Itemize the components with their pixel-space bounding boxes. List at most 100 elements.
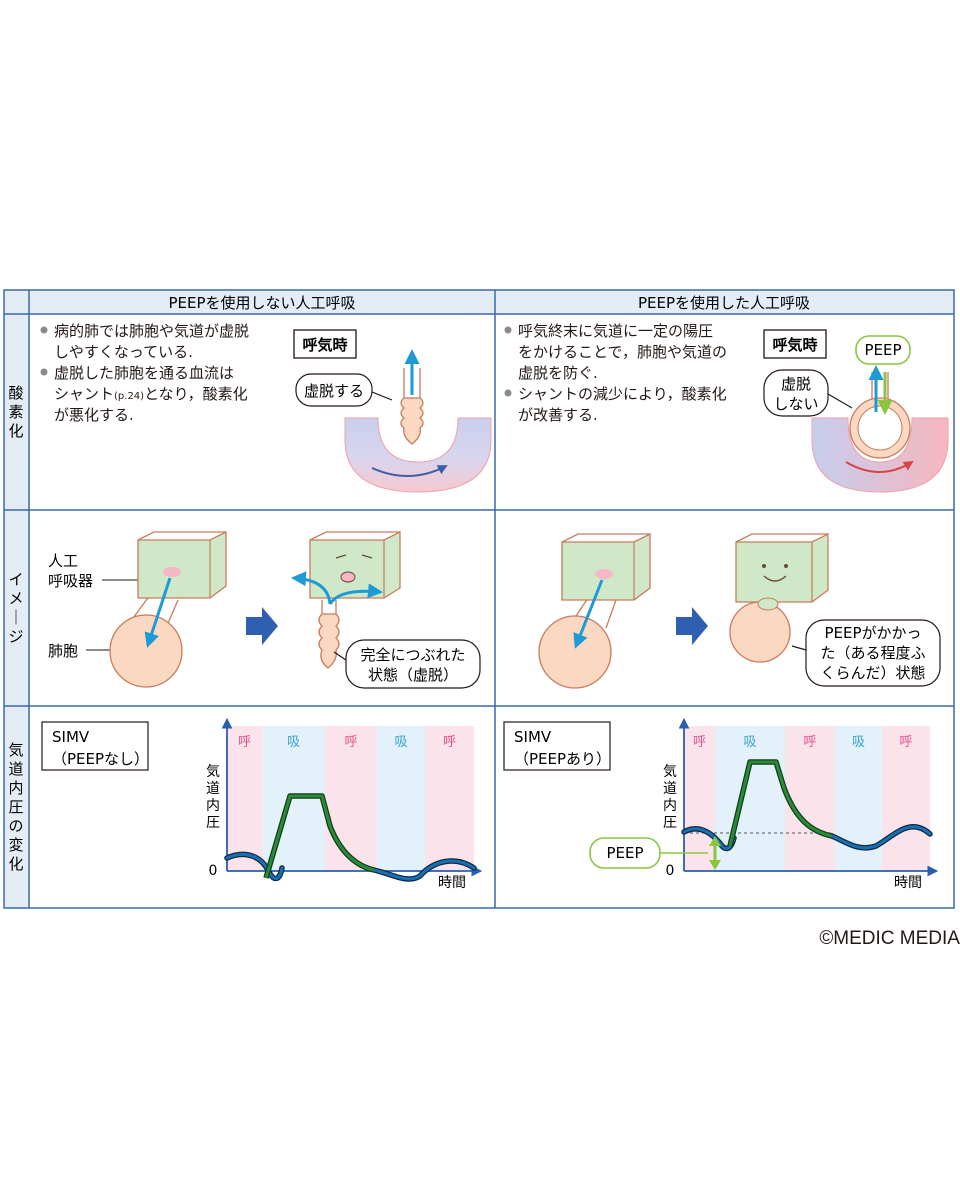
collapsed-state-callout-bubble [345, 639, 481, 689]
expiration-tag: 呼気時 [302, 336, 347, 354]
row-header-char: 圧 [8, 798, 23, 816]
pressure-chart-with-peep: 呼吸呼吸呼気道内圧0時間 [663, 717, 939, 891]
row-header-char: の [8, 817, 23, 835]
row-header-char: 気 [8, 741, 23, 759]
inhale-arrow [144, 577, 172, 648]
mode-box-left [41, 721, 149, 771]
phase-label: 吸 [852, 735, 865, 750]
peep-state-callout-line3: くらんだ）状態 [820, 664, 925, 682]
x-axis-label: 時間 [894, 875, 922, 891]
alveolus [109, 614, 183, 688]
bullet-dot [504, 389, 512, 397]
ventilator-mouth [163, 567, 181, 577]
peep-state-callout-line2: た（ある程度ふ [820, 644, 925, 662]
collapse-callout: 虚脱する [304, 382, 364, 400]
y-axis-label: 圧 [663, 815, 677, 831]
expiration-tag-box [293, 329, 357, 359]
transition-arrow-left [246, 607, 278, 645]
oxy-left-bullet2-line3: が悪化する. [54, 406, 134, 424]
row-header-char: 酸 [8, 384, 23, 402]
phase-label: 呼 [899, 735, 912, 750]
inhale-arrow-right [573, 579, 604, 649]
ventilator-label-line2: 呼吸器 [48, 572, 93, 590]
mode-left-line1: SIMV [52, 728, 90, 746]
row-header-char: ｜ [8, 609, 23, 627]
expiration-band [684, 726, 715, 871]
oxy-right-bullet1-line2: をかけることで，肺胞や気道の [518, 343, 727, 361]
ventilator-box-right [561, 532, 651, 601]
collapsed-state-callout-line2: 状態（虚脱） [368, 666, 458, 684]
collapsed-state-callout-line1: 完全につぶれた [360, 646, 465, 664]
oxy-left-line-rest: となり，酸素化 [144, 385, 248, 403]
mode-left-line2: （PEEPなし） [52, 750, 149, 768]
alveolus-label: 肺胞 [48, 642, 78, 660]
phase-label: 呼 [693, 735, 706, 750]
ventilator-box [137, 530, 227, 599]
y-axis-label: 内 [206, 798, 220, 814]
row-header-column-bg [4, 290, 29, 908]
partially-inflated-alveolus [729, 601, 791, 663]
oxy-left-bullet1-line2: しやすくなっている. [54, 343, 193, 361]
copyright: ©MEDIC MEDIA [819, 928, 960, 949]
bullet-dot [40, 326, 48, 334]
transition-arrow-right [676, 607, 708, 645]
expiration-tag-right: 呼気時 [772, 336, 817, 354]
origin-label: 0 [666, 863, 675, 879]
mandatory-breath-curve [728, 760, 833, 847]
table-frame [3, 289, 955, 909]
air-escape-arrow-left [291, 571, 332, 605]
air-escape-arrow-right [328, 583, 383, 605]
ventilator-and-alveolus-peep-before [538, 532, 651, 689]
y-axis-label: 道 [663, 781, 677, 797]
y-axis-label: 道 [206, 781, 220, 797]
collapse-callout-bubble [295, 373, 373, 407]
phase-label: 吸 [743, 735, 756, 750]
origin-label: 0 [209, 863, 218, 879]
oxy-right-bullet2-line2: が改善する. [518, 406, 598, 424]
oxy-right-bullet1-line3: 虚脱を防ぐ. [518, 364, 598, 382]
row-header-char: メ [8, 590, 23, 608]
row-header-char: ジ [8, 628, 23, 646]
expiration-band [227, 726, 262, 871]
y-axis-label: 内 [663, 798, 677, 814]
ventilator-mouth-right [595, 569, 613, 579]
row-header-char: 変 [8, 836, 23, 854]
phase-label: 呼 [443, 735, 456, 750]
oxy-left-bullet2-line2: シャント(p.24)となり，酸素化 [54, 385, 248, 403]
ventilator-label-line1: 人工 [48, 552, 78, 570]
worried-mouth [340, 571, 356, 583]
mode-right-line2: （PEEPあり） [514, 750, 611, 768]
oxygenation-left-text: 病的肺では肺胞や気道が虚脱 しやすくなっている. 虚脱した肺胞を通る血流は シャ… [40, 322, 249, 424]
peep-state-callout-bubble [805, 619, 941, 687]
smile [763, 575, 787, 582]
phase-label: 吸 [287, 735, 300, 750]
phase-label: 吸 [394, 735, 407, 750]
ventilator-box-smiling [735, 532, 829, 603]
oxygenation-right-text: 呼気終末に気道に一定の陽圧 をかけることで，肺胞や気道の 虚脱を防ぐ. シャント… [504, 322, 727, 424]
oxy-right-bullet1-line1: 呼気終末に気道に一定の陽圧 [518, 322, 713, 340]
ventilator-and-alveolus-before [109, 530, 227, 688]
oxygenated-flow-arrow [845, 460, 914, 473]
expiration-band [882, 726, 930, 871]
alveolus-right [538, 615, 612, 689]
peep-label-box [855, 335, 911, 365]
column-header-with-peep: PEEPを使用した人工呼吸 [638, 294, 810, 312]
peep-label: PEEP [864, 341, 901, 359]
mandatory-breath-curve [264, 794, 375, 879]
oxy-left-shunt-word: シャント [54, 385, 114, 403]
row-header-char: イ [8, 571, 23, 589]
bullet-dot [40, 368, 48, 376]
inspiration-band [377, 726, 425, 871]
mode-box-right [503, 721, 611, 771]
phase-label: 呼 [344, 735, 357, 750]
row-header-char: 素 [8, 403, 23, 421]
peep-hand [757, 597, 779, 611]
collapsed-alveolus-image [318, 613, 340, 669]
alveolus-lumen [857, 405, 903, 451]
no-collapse-callout-bubble [763, 369, 829, 417]
collapsed-alveolus [400, 397, 424, 445]
expiration-band [425, 726, 474, 871]
blood-vessel-right [811, 417, 949, 493]
